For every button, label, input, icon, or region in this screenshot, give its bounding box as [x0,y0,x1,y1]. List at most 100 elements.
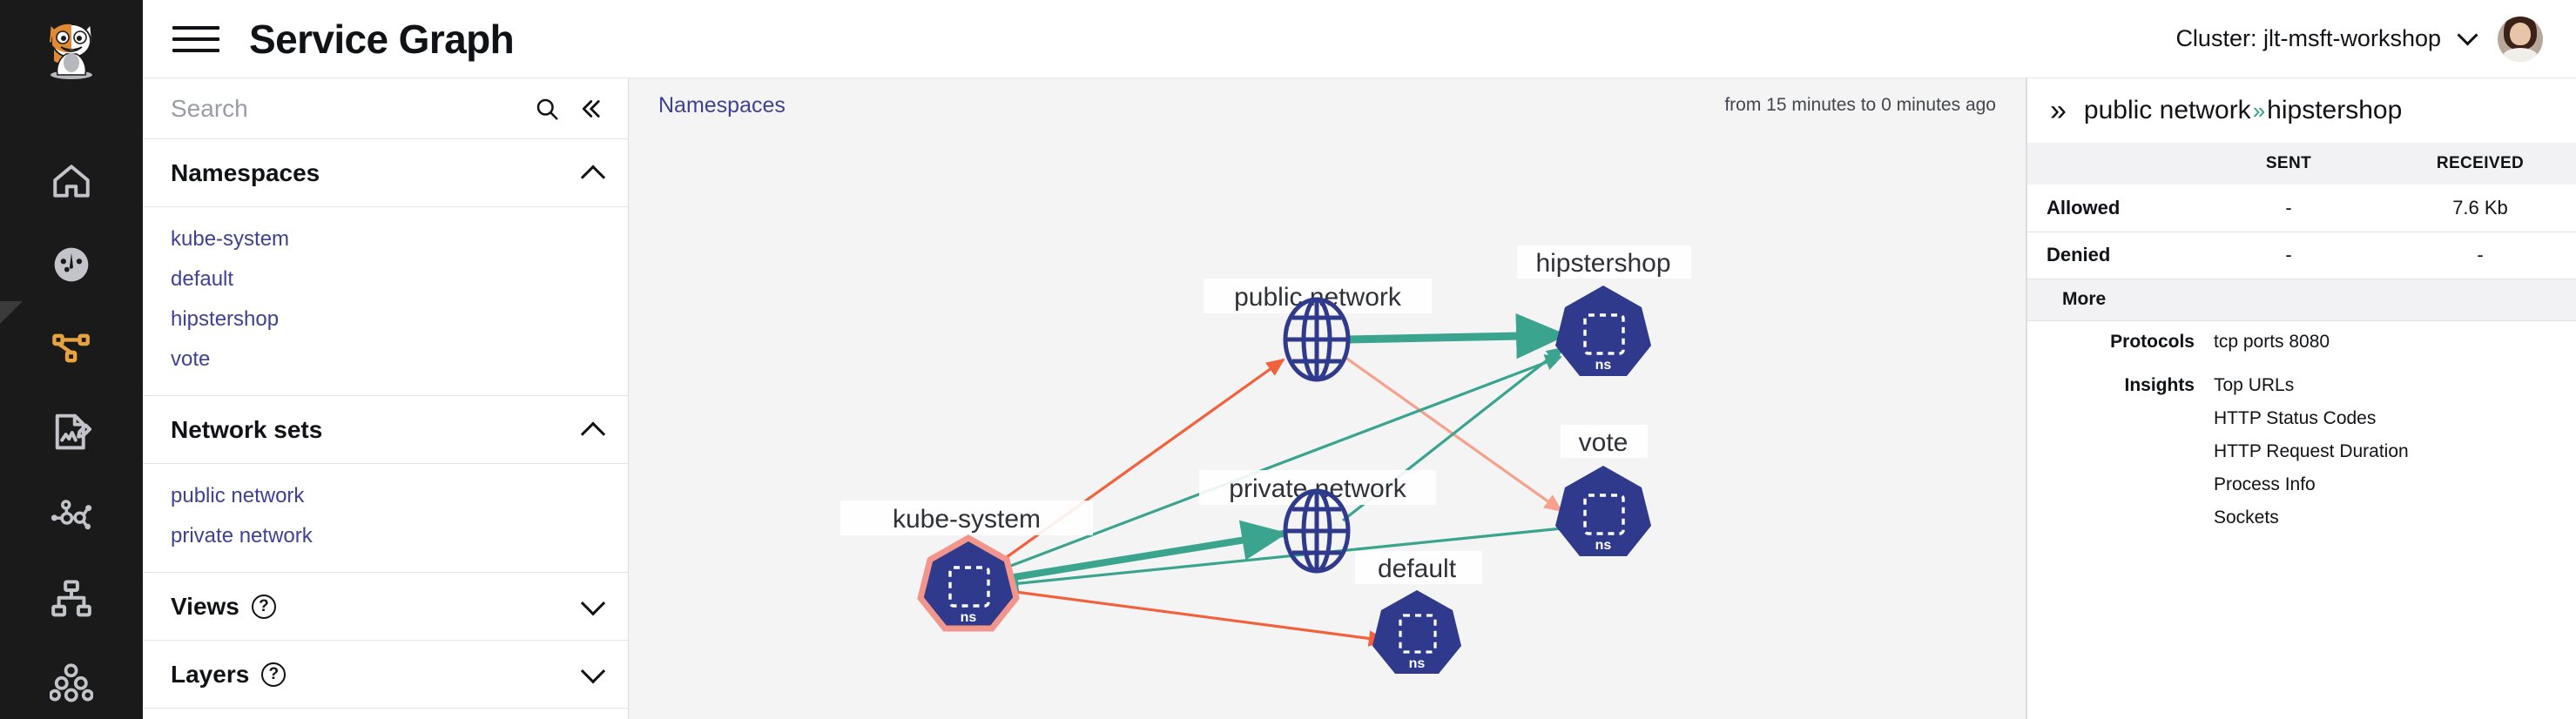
endpoints-hierarchy-icon [50,577,93,621]
service-graph-canvas[interactable]: Namespaces from 15 minutes to 0 minutes … [629,78,2026,719]
node-sublabel: ns [1409,656,1426,671]
protocols-label: Protocols [2110,331,2195,352]
table-row: Allowed - 7.6 Kb [2027,185,2576,232]
active-notch [0,301,23,324]
group-header-views[interactable]: Views ? [143,573,628,641]
rail-item-service-graph[interactable] [0,301,143,390]
help-icon[interactable]: ? [261,662,287,687]
clusters-molecule-icon [50,661,93,704]
row-label-allowed: Allowed [2027,185,2193,232]
graph-node-private-network[interactable]: private network [1199,470,1436,574]
rail-item-home[interactable] [0,139,143,223]
double-chevron-right-icon[interactable]: » [2050,94,2067,127]
sidebar-item-default[interactable]: default [171,267,234,291]
node-label: hipstershop [1535,249,1670,278]
group-title: Layers [171,660,250,688]
group-header-layers[interactable]: Layers ? [143,641,628,709]
breadcrumb-separator-icon: » [2252,97,2266,124]
rail-item-endpoints[interactable] [0,557,143,641]
double-chevron-left-icon[interactable] [569,87,612,131]
col-header-sent: SENT [2193,143,2384,185]
cluster-label: Cluster: jlt-msft-workshop [2175,25,2441,51]
graph-node-hipstershop[interactable]: hipstershop ns [1517,245,1691,376]
insight-http-status-codes[interactable]: HTTP Status Codes [2214,407,2377,428]
search-row [143,78,628,139]
hamburger-icon[interactable] [172,21,219,57]
graph-node-public-network[interactable]: public network [1204,279,1432,382]
left-icon-rail [0,0,143,719]
insight-process-info[interactable]: Process Info [2214,474,2316,494]
policies-document-icon [50,410,93,454]
chevron-down-icon[interactable] [580,590,606,616]
col-header-blank [2027,143,2193,185]
insight-top-urls[interactable]: Top URLs [2214,374,2295,395]
group-header-namespaces[interactable]: Namespaces [143,139,628,207]
edge-public-network-to-hipstershop[interactable] [1347,312,1568,360]
graph-node-default[interactable]: default ns [1355,551,1482,674]
group-title: Namespaces [171,158,320,186]
node-sublabel: ns [1595,358,1612,373]
cell-allowed-received: 7.6 Kb [2384,185,2576,232]
group-title: Network sets [171,415,323,443]
edge-kube-system-to-private-network[interactable] [997,520,1288,583]
breadcrumb-target[interactable]: hipstershop [2267,96,2403,124]
group-body-network-sets: public network private network [143,464,628,573]
top-header: Service Graph Cluster: jlt-msft-workshop [143,0,2576,78]
group-body-namespaces: kube-system default hipstershop vote [143,207,628,396]
avatar[interactable] [2498,16,2543,62]
service-graph-icon [50,326,93,370]
rail-item-clusters[interactable] [0,641,143,719]
col-header-received: RECEIVED [2384,143,2576,185]
nodes-topology-icon [50,494,93,537]
sidebar-item-hipstershop[interactable]: hipstershop [171,307,280,331]
graph-node-vote[interactable]: vote ns [1555,425,1651,556]
rail-item-dashboard[interactable] [0,223,143,306]
table-row: Denied - - [2027,232,2576,279]
filter-panel: Namespaces kube-system default hipstersh… [143,78,629,719]
edge-vote-to-kube-system[interactable] [1001,526,1572,592]
chevron-up-icon[interactable] [580,164,606,190]
chevron-down-icon[interactable] [580,658,606,684]
help-icon[interactable]: ? [251,594,276,619]
cell-denied-sent: - [2193,232,2384,279]
traffic-table: SENT RECEIVED Allowed - 7.6 Kb Denied - … [2027,143,2576,279]
node-sublabel: ns [1595,538,1612,553]
sidebar-item-public-network[interactable]: public network [171,484,305,507]
more-section-header[interactable]: More [2027,279,2576,321]
breadcrumb-source[interactable]: public network [2083,96,2251,124]
rail-item-policies[interactable] [0,390,143,474]
breadcrumb[interactable]: Namespaces [658,92,786,118]
rail-item-nodes[interactable] [0,474,143,557]
graph-svg: public network hipstershop ns [840,245,1691,674]
sidebar-item-vote[interactable]: vote [171,347,211,371]
group-header-network-sets[interactable]: Network sets [143,396,628,464]
calico-cat-logo[interactable] [37,12,106,82]
cell-allowed-sent: - [2193,185,2384,232]
sidebar-item-kube-system[interactable]: kube-system [171,227,290,251]
node-label: kube-system [893,505,1041,534]
rail-items [0,139,143,719]
protocols-row: Protocols tcp ports 8080 [2027,321,2576,365]
insight-sockets[interactable]: Sockets [2214,507,2279,527]
protocols-value: tcp ports 8080 [2214,331,2330,352]
time-range-label[interactable]: from 15 minutes to 0 minutes ago [1724,95,1996,115]
sidebar-item-private-network[interactable]: private network [171,524,313,548]
edge-kube-system-to-hipstershop[interactable] [996,354,1562,573]
header-right: Cluster: jlt-msft-workshop [2175,16,2543,62]
node-sublabel: ns [961,610,977,625]
cluster-selector[interactable]: Cluster: jlt-msft-workshop [2175,24,2478,52]
graph-node-kube-system[interactable]: kube-system ns [840,501,1093,632]
insights-list: Top URLs HTTP Status Codes HTTP Request … [2214,375,2409,541]
graph-edges [994,312,1572,647]
row-label-denied: Denied [2027,232,2193,279]
chevron-up-icon[interactable] [580,420,606,447]
home-icon [50,159,93,203]
page-title: Service Graph [249,16,515,62]
dashboard-icon [50,243,93,286]
edge-kube-system-to-default[interactable] [1001,588,1387,647]
detail-breadcrumb: public network » hipstershop [2084,96,2402,125]
search-input[interactable] [171,94,525,123]
insight-http-request-duration[interactable]: HTTP Request Duration [2214,440,2409,461]
search-icon[interactable] [525,87,569,131]
